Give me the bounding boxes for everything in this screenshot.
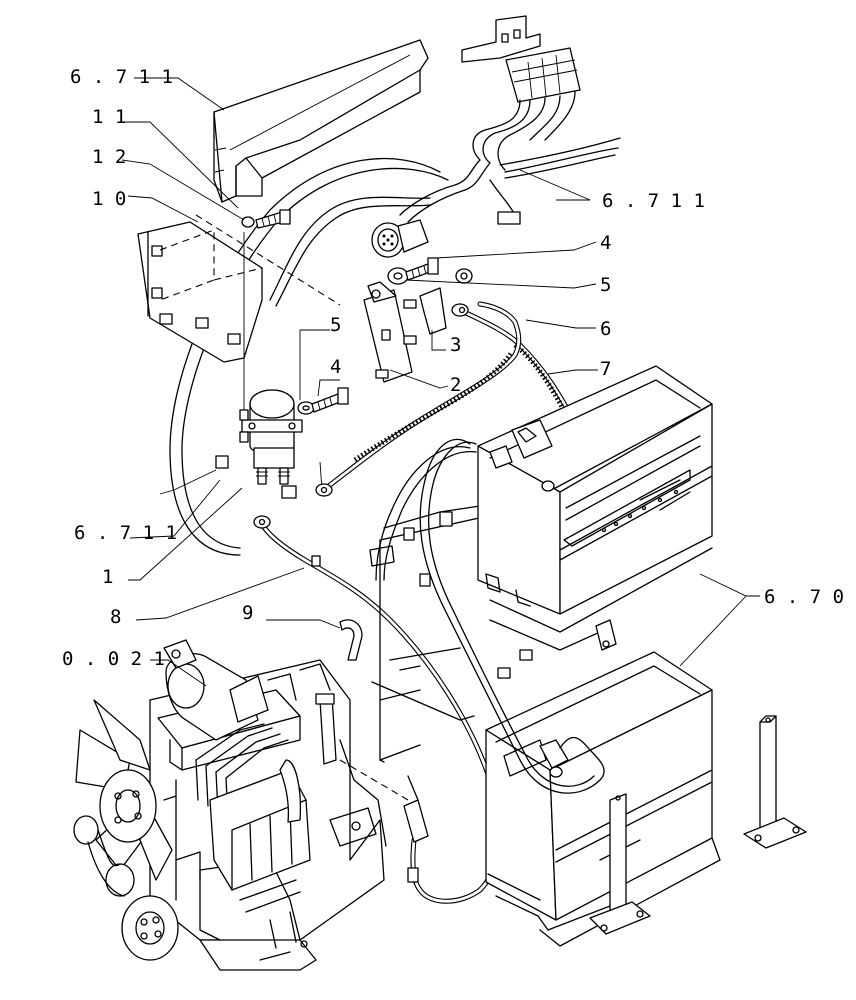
callout-6711-harness: 6 . 7 1 1 xyxy=(602,190,705,212)
callout-6711-top: 6 . 7 1 1 xyxy=(70,66,173,88)
engine xyxy=(73,639,387,971)
callout-1: 1 xyxy=(102,566,114,588)
battery-upper xyxy=(477,365,713,651)
callout-6: 6 xyxy=(600,318,612,340)
leader-lines xyxy=(120,77,760,687)
callout-7: 7 xyxy=(600,358,612,380)
callout-5-lower: 5 xyxy=(330,314,342,336)
relay-cable-link xyxy=(315,301,522,497)
callout-6711-left: 6 . 7 1 1 xyxy=(74,522,177,544)
callout-3: 3 xyxy=(450,334,462,356)
callout-4-upper: 4 xyxy=(600,232,612,254)
cover-bracket xyxy=(213,39,429,203)
support-post-right xyxy=(743,715,807,849)
callout-5-upper: 5 xyxy=(600,274,612,296)
screw-11-12 xyxy=(241,209,291,420)
battery-lower xyxy=(485,651,721,947)
callout-10: 1 0 xyxy=(92,188,127,210)
relay-bracket xyxy=(363,281,447,383)
bolt-upper xyxy=(387,257,473,285)
callout-4-lower: 4 xyxy=(330,356,342,378)
callout-8: 8 xyxy=(110,606,122,628)
callout-2: 2 xyxy=(450,374,462,396)
callout-0021: 0 . 0 2 1 xyxy=(62,648,165,670)
mounting-plate xyxy=(137,214,341,363)
cable-clip-9 xyxy=(339,619,363,661)
engine-cable-link xyxy=(339,759,409,801)
callout-11: 1 1 xyxy=(92,106,127,128)
support-post-mid xyxy=(589,793,651,935)
callout-670: 6 . 7 0 xyxy=(764,586,845,608)
callout-12: 1 2 xyxy=(92,146,127,168)
battery-relay xyxy=(215,387,349,499)
battery-leads xyxy=(369,438,605,801)
engine-cable-8 xyxy=(253,515,502,904)
callout-9: 9 xyxy=(242,602,254,624)
